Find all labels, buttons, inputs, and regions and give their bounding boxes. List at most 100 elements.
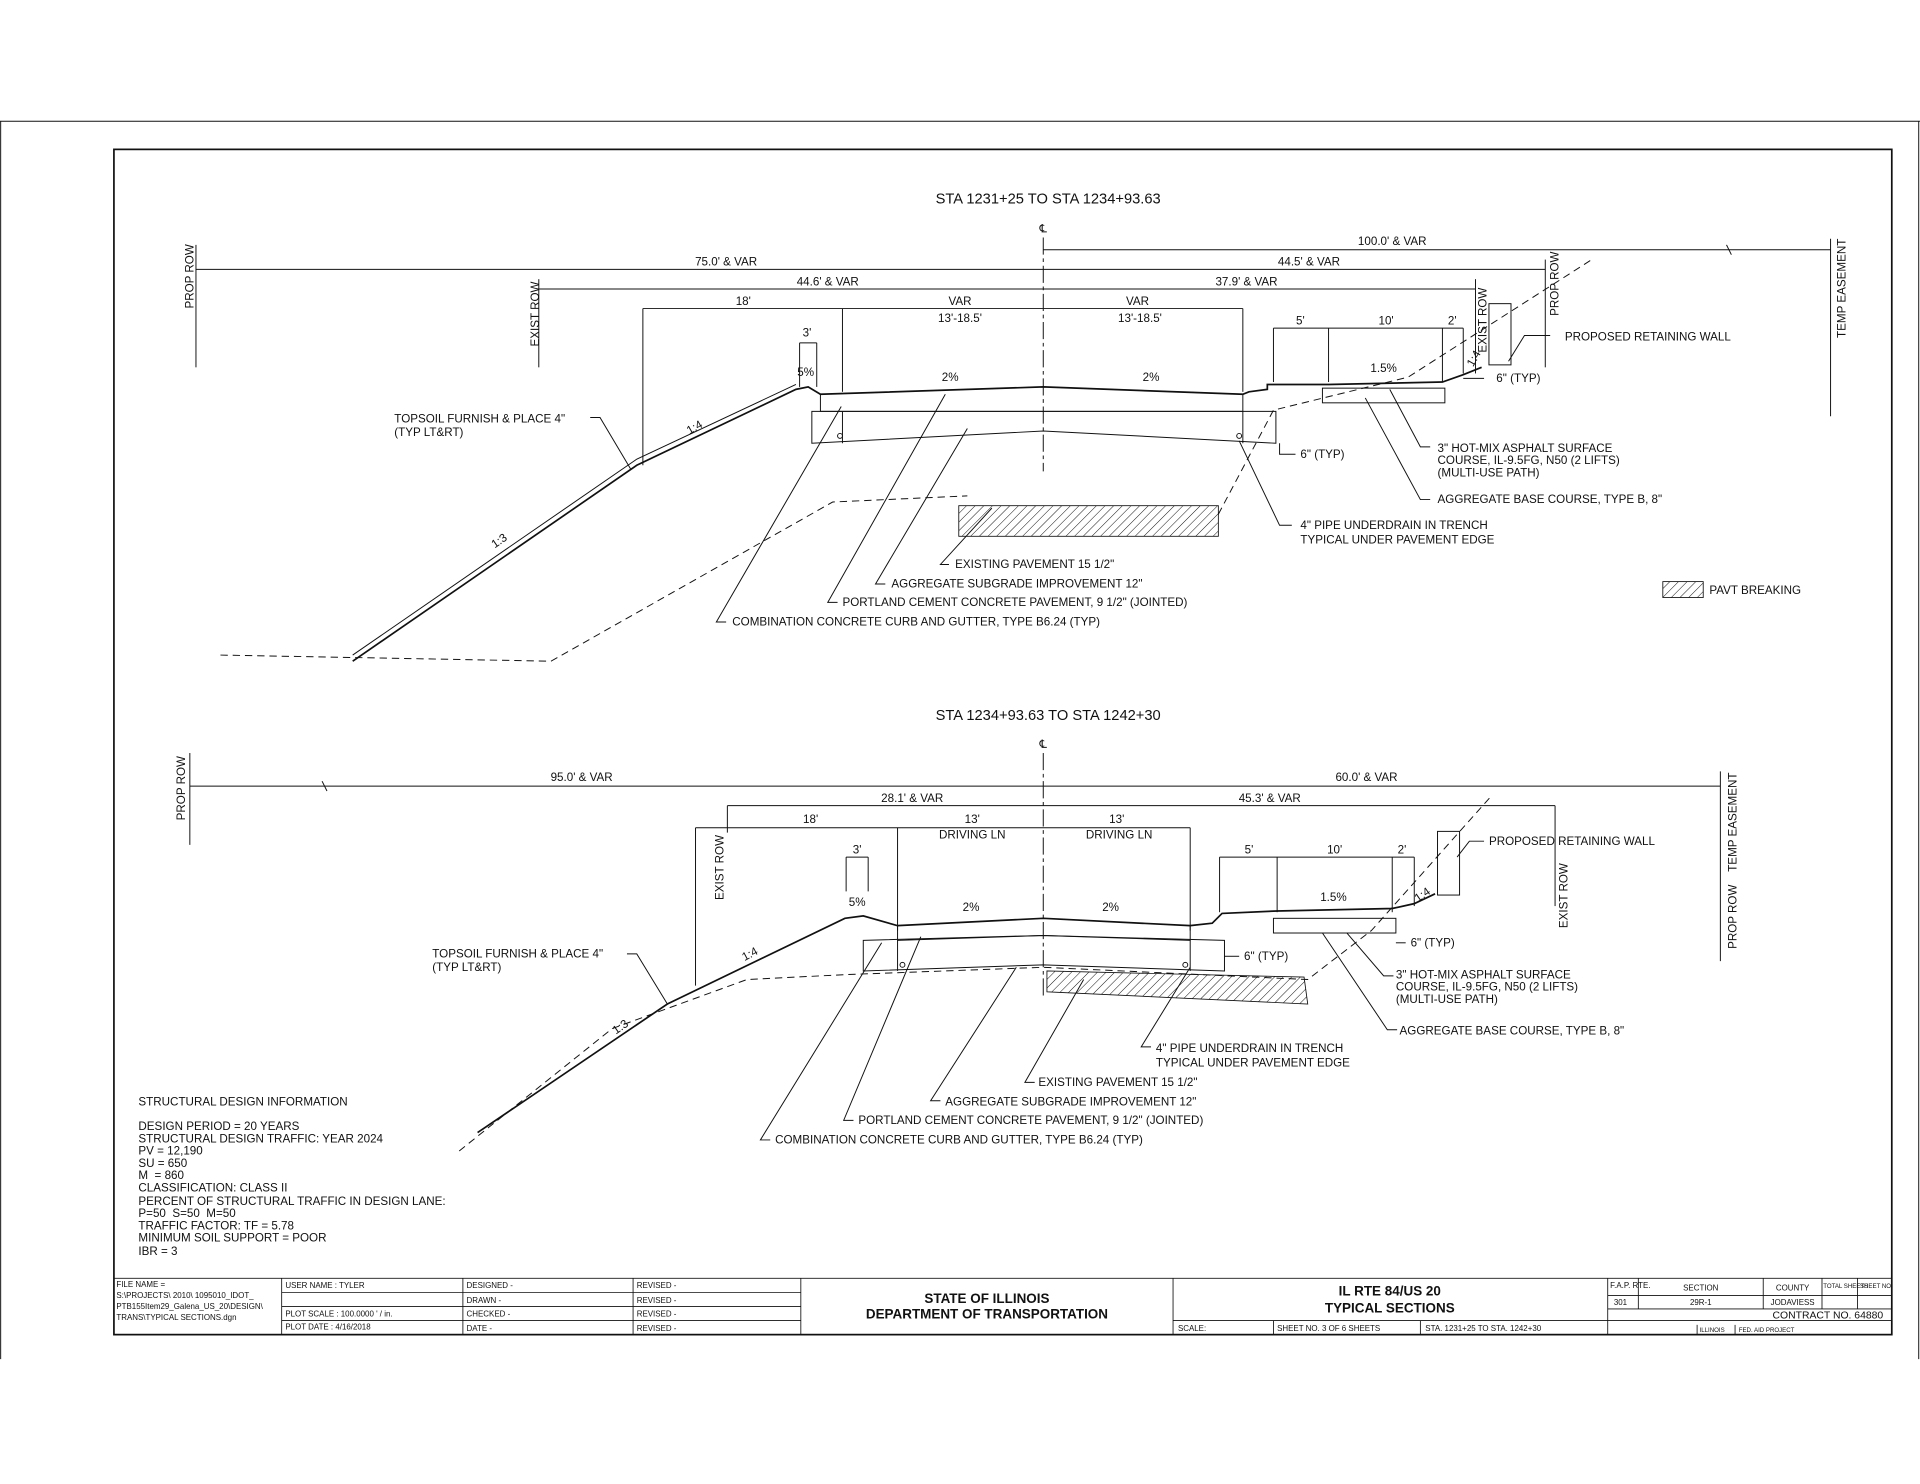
section-title: STA 1231+25 TO STA 1234+93.63 (936, 191, 1161, 207)
structural-line: IBR = 3 (138, 1245, 177, 1258)
slope-1-3: 1:3 (610, 1017, 631, 1037)
structural-line: STRUCTURAL DESIGN TRAFFIC: YEAR 2024 (138, 1132, 383, 1145)
underdrain-pipe-icon (1182, 961, 1189, 968)
dimension-lines (195, 244, 1831, 466)
plot-date: PLOT DATE : 4/16/2018 (285, 1323, 371, 1332)
driving-lane-left: DRIVING LN (939, 829, 1006, 842)
slope-2-left: 2% (942, 371, 959, 384)
checked: CHECKED - (467, 1309, 511, 1318)
legend: PAVT BREAKING (1662, 581, 1801, 598)
revised: REVISED - (637, 1324, 677, 1333)
slope-1-3: 1:3 (489, 531, 510, 551)
scale-label: SCALE: (1178, 1324, 1206, 1333)
pcc-pavement (897, 917, 1191, 941)
designed: DESIGNED - (467, 1281, 514, 1290)
existing-ground (458, 795, 1492, 1152)
note-retaining-wall: PROPOSED RETAINING WALL (1489, 835, 1656, 848)
dim-3: 3' (803, 327, 812, 340)
existing-pavement-hatch (958, 505, 1219, 537)
dim-6-typ-right: 6" (TYP) (1411, 936, 1455, 949)
retaining-wall (1488, 303, 1512, 366)
pavt-breaking-swatch (1662, 581, 1704, 598)
dimension-lines (189, 780, 1721, 986)
note-hma-2: COURSE, IL-9.5FG, N50 (2 LIFTS) (1396, 981, 1578, 994)
dim-100: 100.0' & VAR (1358, 235, 1427, 248)
dim-6-typ-right: 6" (TYP) (1496, 372, 1540, 385)
dim-range-right: 13'-18.5' (1118, 312, 1162, 325)
driving-lane-right: DRIVING LN (1086, 829, 1153, 842)
dim-13-right: 13' (1109, 813, 1124, 826)
slope-5: 5% (797, 366, 814, 379)
structural-design-info: STRUCTURAL DESIGN INFORMATION DESIGN PER… (138, 1096, 445, 1258)
note-agg-base: AGGREGATE BASE COURSE, TYPE B, 8" (1438, 493, 1663, 506)
proposed-grade (352, 366, 1482, 662)
retaining-wall (1437, 830, 1461, 896)
note-underdrain-1: 4" PIPE UNDERDRAIN IN TRENCH (1156, 1042, 1343, 1055)
slope-2-right: 2% (1143, 371, 1160, 384)
slope-2-left: 2% (963, 901, 980, 914)
multi-use-path (1272, 917, 1397, 934)
dim-10: 10' (1379, 314, 1394, 327)
dim-5: 5' (1296, 314, 1305, 327)
structural-line: DESIGN PERIOD = 20 YEARS (138, 1120, 299, 1133)
agency-dept: DEPARTMENT OF TRANSPORTATION (866, 1307, 1108, 1322)
dim-5: 5' (1245, 843, 1254, 856)
underdrain-pipe-icon (899, 961, 906, 968)
title-block: FILE NAME = S:\PROJECTS\ 2010\ 1095010_I… (113, 1277, 1893, 1336)
note-topsoil-typ: (TYP LT&RT) (394, 426, 463, 439)
plot-scale: PLOT SCALE : 100.0000 ' / in. (285, 1309, 392, 1318)
note-agg-subgrade: AGGREGATE SUBGRADE IMPROVEMENT 12" (945, 1096, 1196, 1109)
underdrain-pipe-icon (837, 432, 843, 439)
note-topsoil: TOPSOIL FURNISH & PLACE 4" (394, 412, 565, 425)
section-value: 29R-1 (1690, 1298, 1712, 1307)
date: DATE - (467, 1324, 493, 1333)
leaders (590, 335, 1551, 623)
dim-13-left: 13' (965, 813, 980, 826)
revised: REVISED - (637, 1296, 677, 1305)
note-hma-1: 3" HOT-MIX ASPHALT SURFACE (1438, 442, 1613, 455)
structural-line: P=50 S=50 M=50 (138, 1207, 236, 1220)
dim-18: 18' (736, 295, 751, 308)
note-hma-3: (MULTI-USE PATH) (1396, 993, 1498, 1006)
file-path: TRANS\TYPICAL SECTIONS.dgn (116, 1313, 236, 1322)
contract-number: CONTRACT NO. 64880 (1773, 1311, 1884, 1322)
exist-row-right: EXIST ROW (1477, 288, 1490, 353)
multi-use-path (1321, 387, 1446, 404)
fap-rte: 301 (1614, 1298, 1628, 1307)
structural-line: M = 860 (138, 1169, 184, 1182)
file-path: PTB155Item29_Galena_US_20\DESIGN\ (116, 1302, 263, 1311)
exist-row-left: EXIST ROW (714, 835, 727, 900)
user-name: USER NAME : TYLER (285, 1281, 365, 1290)
section-title: STA 1234+93.63 TO STA 1242+30 (936, 708, 1161, 724)
typical-section-bottom: STA 1234+93.63 TO STA 1242+30 ℄ 95.0' & … (175, 708, 1739, 1152)
dim-37-9: 37.9' & VAR (1215, 275, 1277, 288)
centerline-symbol: ℄ (1039, 223, 1048, 236)
exist-row-left: EXIST ROW (529, 281, 542, 346)
dim-45-3: 45.3' & VAR (1239, 792, 1301, 805)
fed-aid-project: FED. AID PROJECT (1739, 1327, 1795, 1334)
structural-line: MINIMUM SOIL SUPPORT = POOR (138, 1232, 326, 1245)
file-name-label: FILE NAME = (116, 1280, 165, 1289)
note-existing-pavement: EXISTING PAVEMENT 15 1/2" (1038, 1076, 1197, 1089)
note-hma-2: COURSE, IL-9.5FG, N50 (2 LIFTS) (1438, 454, 1620, 467)
note-underdrain-1: 4" PIPE UNDERDRAIN IN TRENCH (1300, 519, 1487, 532)
prop-row-right: PROP ROW (1726, 885, 1739, 949)
aggregate-subgrade (811, 410, 1277, 444)
sheet-number: SHEET NO. 3 OF 6 SHEETS (1277, 1324, 1380, 1333)
prop-row-right: PROP ROW (1549, 251, 1562, 315)
sheet-no-label: SHEET NO. (1860, 1283, 1893, 1290)
fap-rte-label: F.A.P. RTE. (1610, 1281, 1650, 1290)
agency-state: STATE OF ILLINOIS (924, 1291, 1049, 1306)
dim-75: 75.0' & VAR (695, 256, 757, 269)
leaders (626, 840, 1485, 1141)
note-agg-subgrade: AGGREGATE SUBGRADE IMPROVEMENT 12" (891, 578, 1142, 591)
note-hma-1: 3" HOT-MIX ASPHALT SURFACE (1396, 968, 1571, 981)
temp-easement: TEMP EASEMENT (1835, 239, 1848, 338)
structural-line: PV = 12,190 (138, 1145, 203, 1158)
note-underdrain-2: TYPICAL UNDER PAVEMENT EDGE (1300, 534, 1494, 547)
note-pcc: PORTLAND CEMENT CONCRETE PAVEMENT, 9 1/2… (842, 596, 1187, 609)
pcc-pavement (819, 386, 1244, 412)
existing-ground (1217, 259, 1593, 515)
centerline-symbol: ℄ (1039, 738, 1048, 751)
typical-section-top: STA 1231+25 TO STA 1234+93.63 ℄ 100.0' &… (184, 191, 1848, 662)
